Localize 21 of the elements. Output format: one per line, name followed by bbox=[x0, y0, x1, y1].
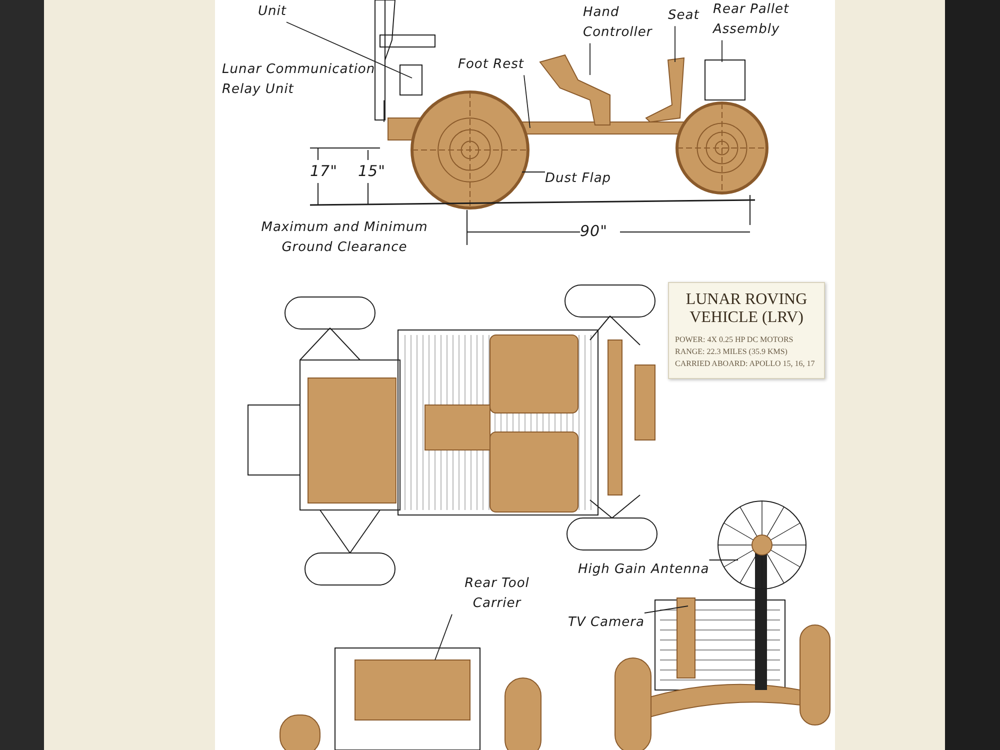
part-label: Lunar Communication Relay Unit bbox=[222, 60, 392, 100]
part-label: Rear Tool Carrier bbox=[452, 574, 542, 614]
leader-line bbox=[644, 606, 688, 614]
info-plaque bbox=[668, 282, 825, 379]
part-label: Foot Rest bbox=[458, 55, 524, 76]
part-label: Dust Flap bbox=[545, 169, 612, 190]
leader-line bbox=[524, 74, 530, 128]
plaque-text: CARRIED ABOARD: APOLLO 15, 16, 17 bbox=[675, 358, 816, 370]
part-label: Seat bbox=[668, 6, 700, 26]
leader-line bbox=[674, 26, 676, 62]
leader-line bbox=[286, 22, 412, 78]
dimension-caption: Maximum and Minimum Ground Clearance bbox=[260, 219, 429, 258]
part-label: TV Camera bbox=[568, 613, 644, 634]
part-label: Hand Controller bbox=[583, 3, 658, 44]
plaque-text: RANGE: 22.3 MILES (35.9 KMS) bbox=[675, 346, 788, 358]
plaque-title: LUNAR ROVING VEHICLE (LRV) bbox=[684, 291, 808, 328]
leader-line bbox=[434, 614, 452, 660]
plaque-text: POWER: 4X 0.25 HP DC MOTORS bbox=[675, 334, 794, 346]
part-label: High Gain Antenna bbox=[578, 560, 710, 580]
part-label: Rear Pallet Assembly bbox=[713, 0, 808, 40]
part-label: Unit bbox=[258, 2, 286, 22]
